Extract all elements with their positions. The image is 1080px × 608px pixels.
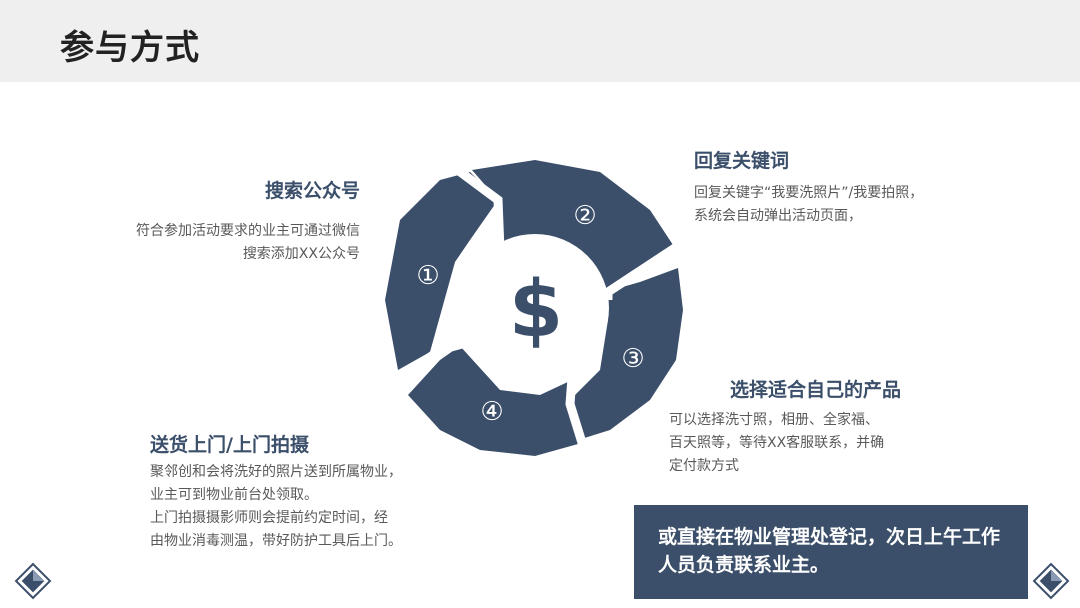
diamond-icon — [14, 562, 52, 600]
cycle-segment-3 — [570, 268, 683, 440]
page-title: 参与方式 — [60, 28, 200, 68]
step-3-text: 可以选择洗寸照，相册、全家福、 百天照等，等待XX客服联系，并确 定付款方式 — [669, 412, 885, 474]
callout-box: 或直接在物业管理处登记，次日上午工作人员负责联系业主。 — [634, 505, 1028, 599]
cycle-segment-1 — [385, 172, 498, 370]
step-4-title: 送货上门/上门拍摄 — [150, 434, 309, 456]
step-number-2: ② — [573, 201, 596, 231]
dollar-icon: $ — [509, 265, 563, 355]
step-2-text: 回复关键字“我要洗照片”/我要拍照， 系统会自动弹出活动页面， — [694, 185, 924, 224]
cycle-segment-4 — [408, 346, 578, 456]
header-bar: 参与方式 — [0, 0, 1080, 82]
step-number-3: ③ — [621, 344, 644, 374]
callout-text: 或直接在物业管理处登记，次日上午工作人员负责联系业主。 — [658, 526, 1001, 576]
step-3-title: 选择适合自己的产品 — [730, 379, 902, 401]
step-1-title: 搜索公众号 — [264, 180, 360, 202]
step-number-1: ① — [416, 261, 439, 291]
step-number-4: ④ — [480, 397, 503, 427]
step-4-text: 聚邻创和会将洗好的照片送到所属物业， 业主可到物业前台处领取。 上门拍摄摄影师则… — [150, 464, 402, 549]
cycle-segment-2 — [472, 160, 675, 290]
step-1-text: 符合参加活动要求的业主可通过微信 搜索添加XX公众号 — [136, 223, 360, 262]
diamond-icon — [1032, 562, 1070, 600]
step-2-title: 回复关键词 — [694, 150, 790, 172]
